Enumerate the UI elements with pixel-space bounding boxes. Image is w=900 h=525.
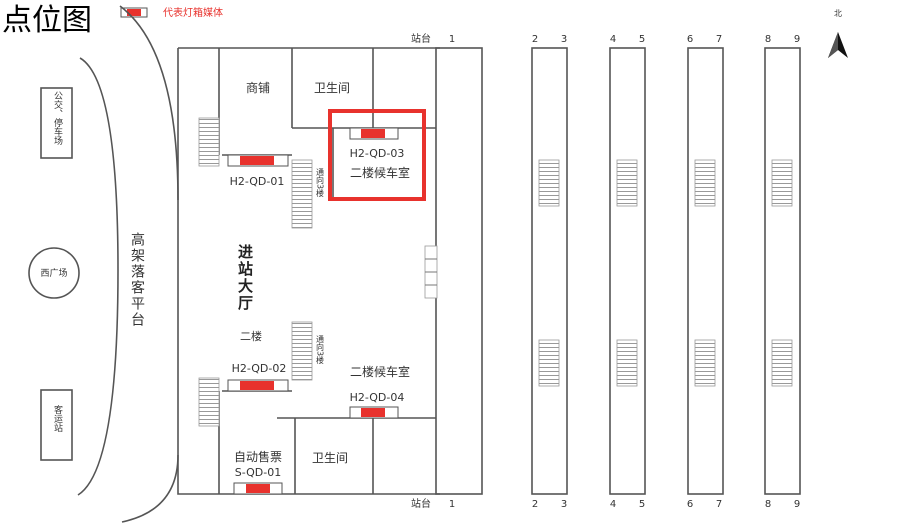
platform-6-7: [687, 47, 724, 495]
track-number-top: 6: [687, 34, 693, 45]
media-point-label: H2-QD-02: [232, 362, 287, 375]
stairs-center-top: [291, 159, 313, 229]
compass-label: 北: [834, 9, 842, 18]
stairs-center-bottom: [291, 321, 313, 381]
media-point-h2-qd-03[interactable]: H2-QD-03: [328, 109, 426, 201]
toilet-bottom-label: 卫生间: [312, 451, 348, 465]
track-number-bottom: 3: [561, 499, 567, 510]
bus-station-box: [40, 389, 73, 461]
media-point-s-qd-01[interactable]: S-QD-01: [233, 466, 283, 495]
shop-label: 商铺: [246, 80, 270, 95]
platform-4-5-stairs-bottom: [616, 339, 638, 387]
platform-label-top: 站台: [411, 32, 431, 45]
waiting-room-top-label: 二楼候车室: [350, 165, 410, 180]
west-plaza-label: 西广场: [40, 267, 67, 279]
legend-media-fill: [127, 9, 141, 16]
highlight-frame: [328, 109, 426, 201]
track-number-top: 5: [639, 34, 645, 45]
track-number-top: 8: [765, 34, 771, 45]
elevated-platform-outer-curve: [77, 57, 119, 496]
to-third-floor-top-label: 通向3楼: [316, 167, 325, 198]
platform-6-7-stairs-top: [694, 159, 716, 207]
platform-2-3-stairs-bottom: [538, 339, 560, 387]
bus-parking-box: [40, 87, 73, 159]
track-number-bottom: 4: [610, 499, 616, 510]
track-number-bottom: 6: [687, 499, 693, 510]
track-number-bottom: 9: [794, 499, 800, 510]
media-point-h2-qd-01[interactable]: H2-QD-01: [227, 154, 289, 188]
bus-station-label: 客运站: [52, 404, 63, 433]
ticketing-label: 自动售票: [234, 449, 282, 464]
platform-8-9: [764, 47, 801, 495]
track-number-bottom: 1: [449, 499, 455, 510]
media-point-label: S-QD-01: [235, 466, 281, 479]
waiting-room-bottom-label: 二楼候车室: [350, 364, 410, 379]
track-number-top: 9: [794, 34, 800, 45]
second-floor-label: 二楼: [240, 329, 262, 343]
platform-1: [435, 47, 483, 495]
legend-media-label: 代表灯箱媒体: [163, 6, 223, 19]
hall-label: 进站大厅: [236, 244, 254, 312]
track-number-top: 2: [532, 34, 538, 45]
track-number-bottom: 8: [765, 499, 771, 510]
map-title-fragment: 点位图: [2, 3, 92, 38]
toilet-top-label: 卫生间: [314, 81, 350, 95]
platform-6-7-stairs-bottom: [694, 339, 716, 387]
track-number-top: 3: [561, 34, 567, 45]
north-arrow-icon: 北: [828, 9, 848, 58]
track-number-bottom: 2: [532, 499, 538, 510]
media-point-label: H2-QD-04: [350, 391, 405, 404]
stairs-left-top: [198, 117, 220, 167]
track-number-top: 1: [449, 34, 455, 45]
media-point-label: H2-QD-01: [230, 175, 285, 188]
to-third-floor-bottom-label: 通向3楼: [316, 334, 325, 365]
media-point-h2-qd-02[interactable]: H2-QD-02: [227, 362, 289, 392]
platform-8-9-stairs-top: [771, 159, 793, 207]
media-point-h2-qd-04[interactable]: H2-QD-04: [349, 391, 405, 419]
stairs-left-bottom: [198, 377, 220, 427]
media-point-label: H2-QD-03: [350, 147, 405, 160]
bus-parking-label: 公交、停车场: [52, 91, 63, 146]
platform-4-5-stairs-top: [616, 159, 638, 207]
track-number-bottom: 7: [716, 499, 722, 510]
platform-label-bottom: 站台: [411, 497, 431, 510]
track-number-top: 7: [716, 34, 722, 45]
platform-8-9-stairs-bottom: [771, 339, 793, 387]
track-number-top: 4: [610, 34, 616, 45]
platform-2-3-stairs-top: [538, 159, 560, 207]
building-outline: [177, 47, 440, 495]
platform-4-5: [609, 47, 646, 495]
west-plaza-circle: [28, 247, 80, 299]
platform-2-3: [531, 47, 568, 495]
track-number-bottom: 5: [639, 499, 645, 510]
elevated-platform-label: 高架落客平台: [129, 231, 145, 328]
